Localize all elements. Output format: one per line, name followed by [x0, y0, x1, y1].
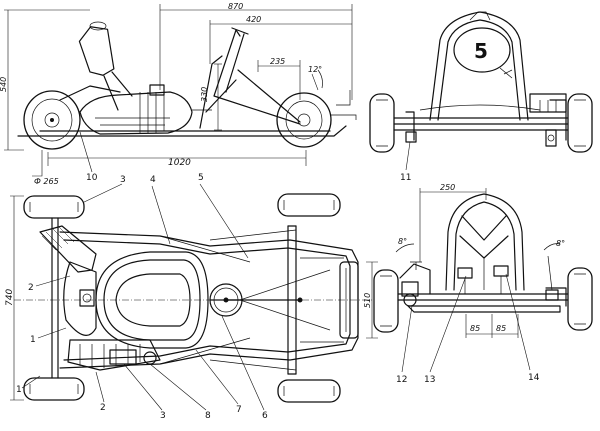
frame-side: [17, 90, 357, 137]
dim-740: 740: [5, 289, 15, 306]
callout-1b: 1: [16, 385, 22, 395]
dim-510: 510: [363, 293, 372, 308]
dim-wheel-diameter: Ф 265: [34, 177, 59, 186]
seat-top: [95, 251, 209, 349]
dim-85-left: 85: [470, 324, 480, 333]
front-right-wheel-top: [277, 379, 341, 403]
callout-12: 12: [396, 375, 407, 385]
front-left-wheel-top: [277, 193, 341, 217]
side-dimensions: [4, 4, 353, 166]
dim-235: 235: [270, 57, 285, 66]
angle-12: 12°: [308, 65, 322, 74]
dim-420: 420: [246, 15, 261, 24]
callout-11: 11: [400, 173, 411, 183]
callout-14: 14: [528, 373, 540, 383]
steering-column-side: [235, 29, 301, 123]
frame-top: [59, 225, 359, 375]
front-view: 5 11: [369, 11, 593, 183]
front-left-wheel: [369, 93, 395, 153]
dim-330: 330: [200, 87, 209, 102]
rear-left-wheel-top: [23, 195, 85, 219]
callout-2b: 2: [100, 403, 106, 413]
callout-2: 2: [28, 283, 34, 293]
dim-250: 250: [440, 183, 455, 192]
engine-top: [39, 225, 161, 371]
top-view: 740 510 4 5 2 1 1 2 3 8 7 6: [5, 173, 378, 421]
callout-13: 13: [424, 375, 435, 385]
frame-front: [393, 93, 569, 147]
number-plate-front: [429, 11, 529, 121]
rear-view: 250 8° 8° 85 85 12 13 14: [373, 183, 593, 385]
angle-8-left: 8°: [398, 237, 407, 246]
seat-back-rear: [445, 193, 525, 291]
number-plate-digit: 5: [474, 39, 488, 63]
callout-3: 3: [120, 175, 126, 185]
rear-left-wheel-rear: [373, 269, 399, 333]
callout-5: 5: [198, 173, 204, 183]
frame-rear: [397, 255, 569, 313]
dim-height: 540: [0, 77, 8, 92]
rear-right-wheel-rear: [567, 267, 593, 331]
side-view: 870 420 235 12° 330 540 1020 Ф 265 10 3: [0, 2, 357, 205]
engine-side: [79, 84, 193, 135]
angle-8-right: 8°: [556, 239, 565, 248]
callout-1: 1: [30, 335, 36, 345]
front-right-wheel: [567, 93, 593, 153]
dim-1020: 1020: [168, 158, 191, 168]
callout-6: 6: [262, 411, 268, 421]
fuel-tank-side: [78, 21, 115, 76]
steering-top: [159, 229, 331, 371]
front-wheel-side: [276, 92, 332, 148]
dim-870: 870: [228, 2, 243, 11]
callout-4: 4: [150, 175, 156, 185]
rear-wheel-side: [23, 90, 81, 150]
callout-3b: 3: [160, 411, 166, 421]
callout-10: 10: [86, 173, 98, 183]
rear-right-wheel-top: [23, 377, 85, 401]
seat-and-tubes-side: [59, 27, 301, 129]
callout-7: 7: [236, 405, 242, 415]
dim-85-right: 85: [496, 324, 506, 333]
callout-8: 8: [205, 411, 211, 421]
